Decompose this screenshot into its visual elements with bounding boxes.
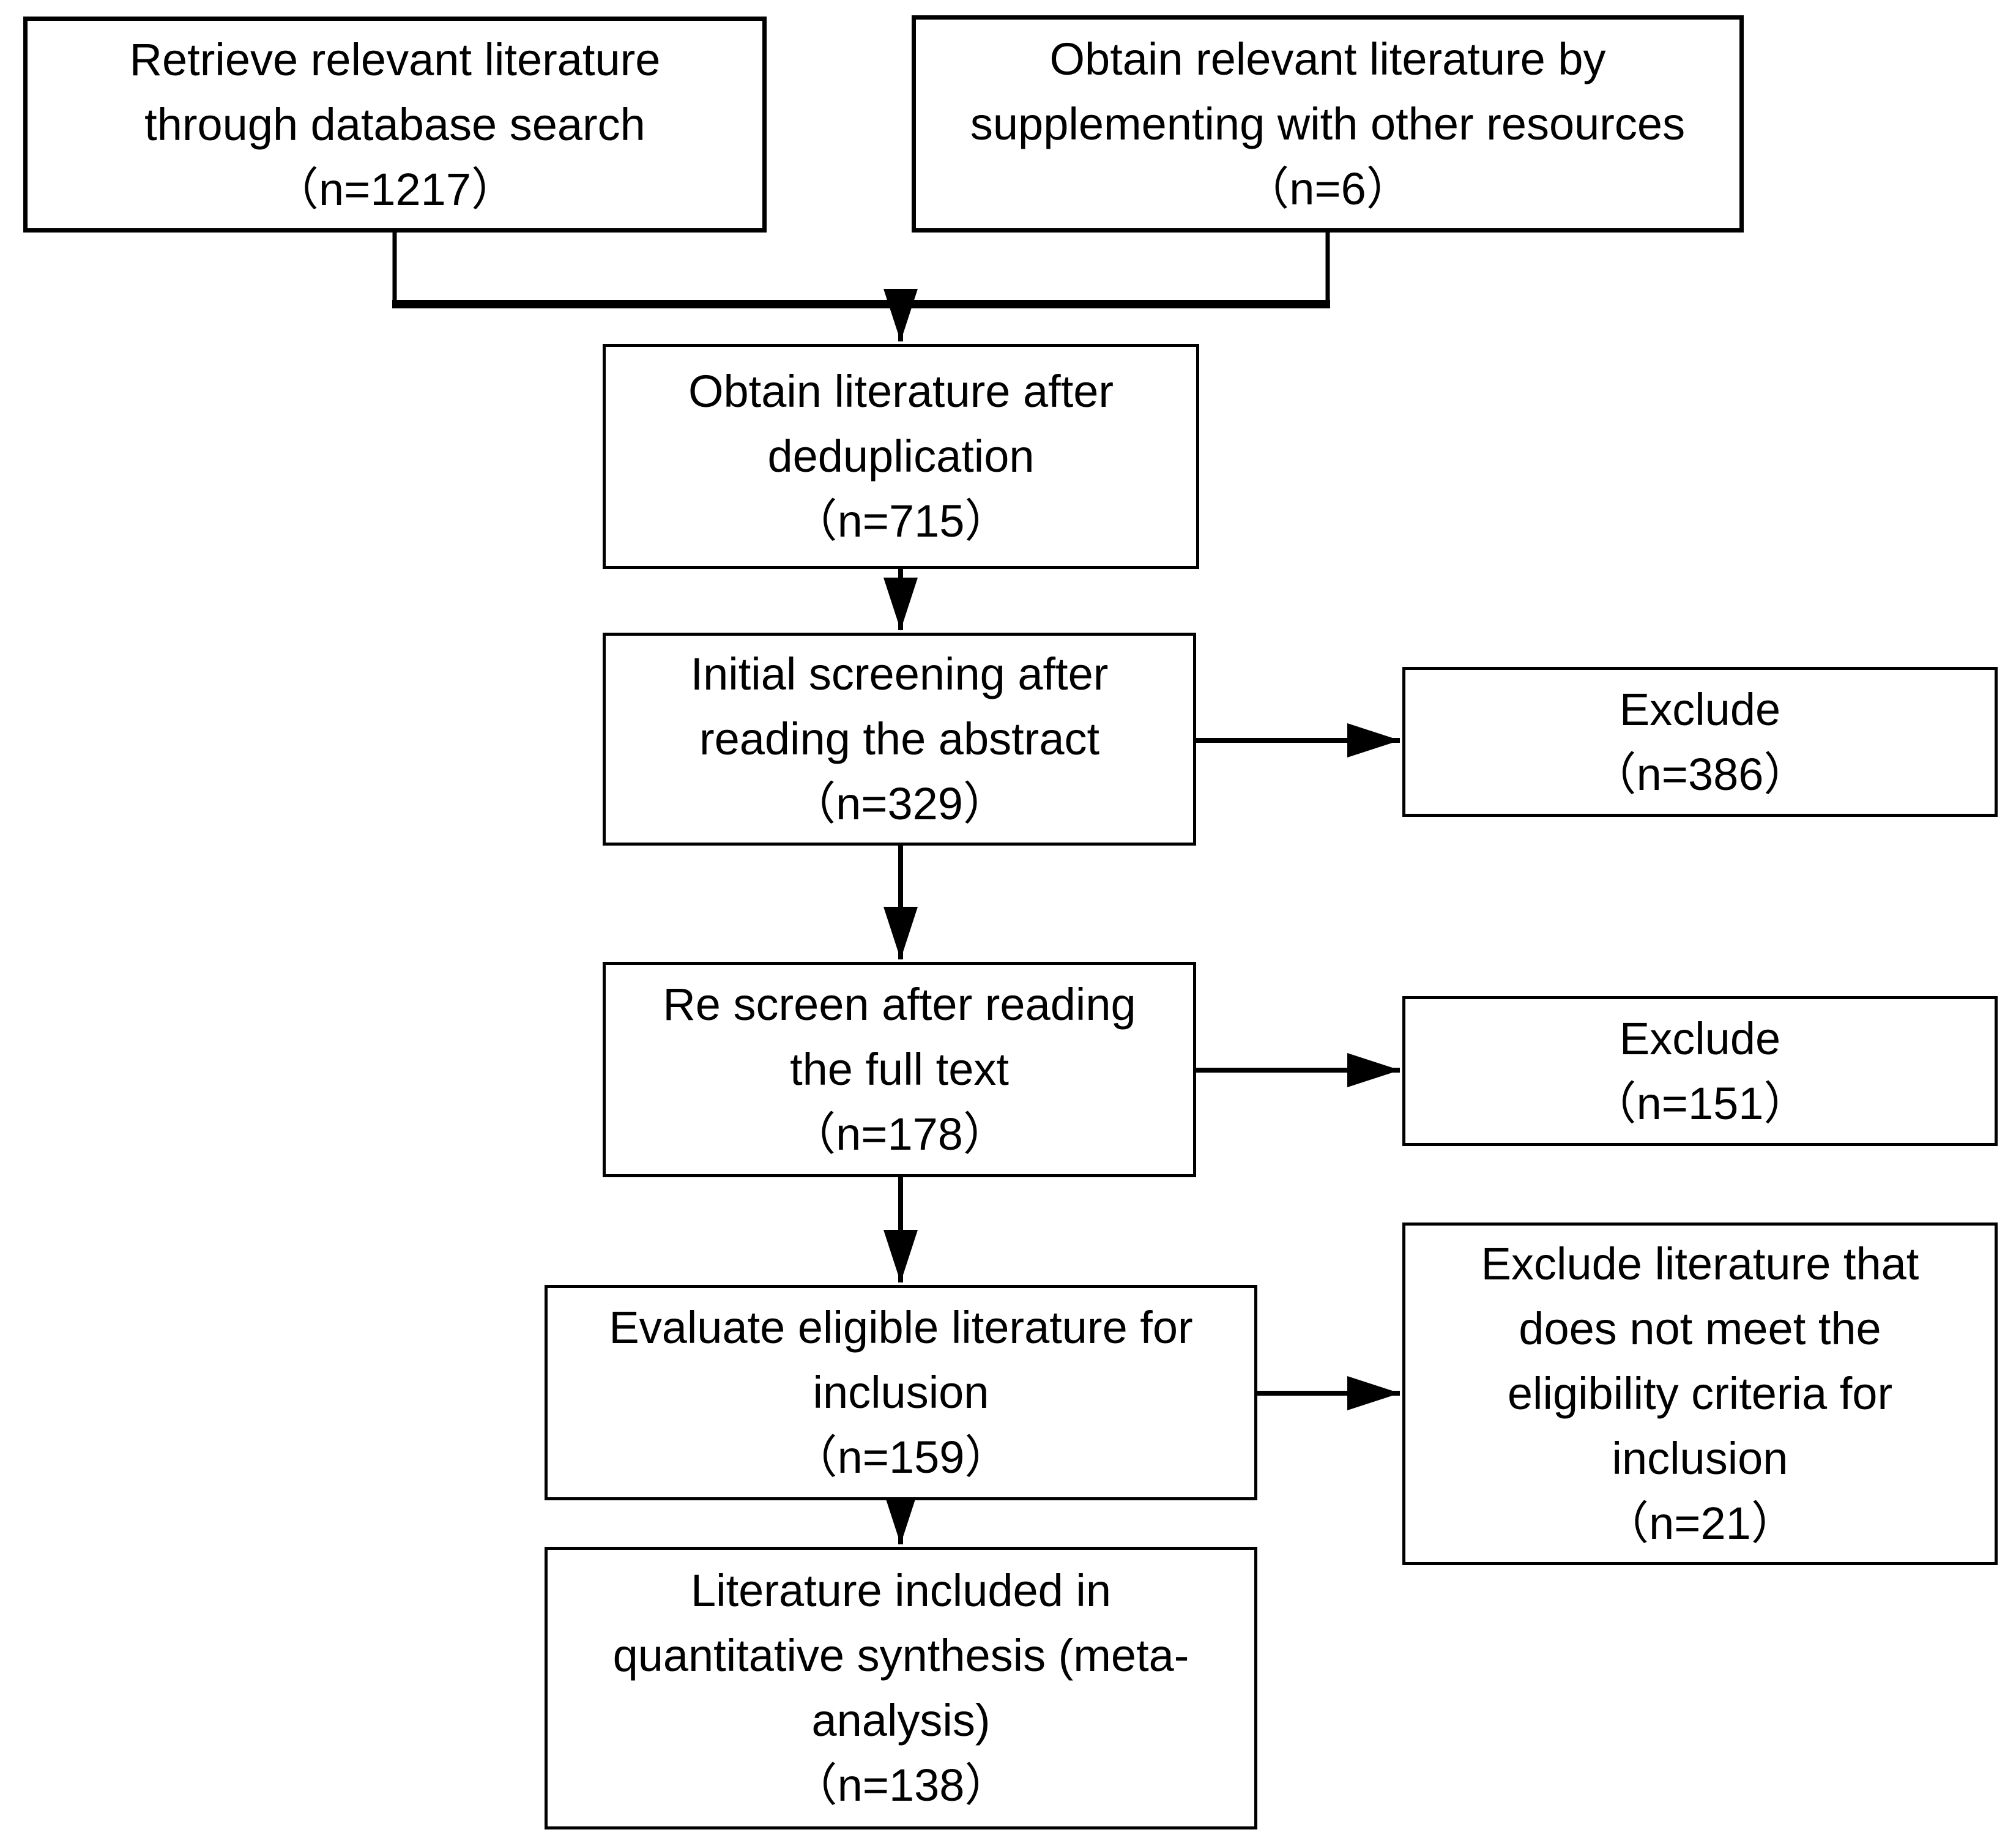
box-text-line: Exclude literature that bbox=[1481, 1238, 1919, 1289]
box-text-line: Exclude bbox=[1619, 683, 1781, 735]
box-included-meta: Literature included in quantitative synt… bbox=[545, 1547, 1257, 1829]
box-text-line: analysis) bbox=[811, 1695, 991, 1746]
box-deduplication: Obtain literature after deduplication （n… bbox=[603, 344, 1199, 569]
box-rescreen-fulltext: Re screen after reading the full text （n… bbox=[603, 962, 1196, 1177]
box-other-resources: Obtain relevant literature by supplement… bbox=[912, 15, 1744, 233]
box-text-line: Evaluate eligible literature for bbox=[609, 1302, 1193, 1353]
box-text-line: eligibility criteria for bbox=[1507, 1368, 1893, 1419]
box-text-line: Retrieve relevant literature bbox=[129, 34, 661, 85]
box-text-line: （n=386） bbox=[1591, 748, 1809, 800]
box-text-line: （n=6） bbox=[1244, 163, 1412, 214]
box-text-line: supplementing with other resources bbox=[970, 98, 1686, 149]
box-text-line: （n=151） bbox=[1591, 1077, 1809, 1129]
box-database-search: Retrieve relevant literature through dat… bbox=[23, 17, 767, 233]
box-text-line: does not meet the bbox=[1519, 1303, 1881, 1354]
box-text-line: （n=329） bbox=[790, 778, 1008, 829]
box-text-line: Literature included in bbox=[691, 1565, 1111, 1616]
box-text-line: Exclude bbox=[1619, 1013, 1781, 1064]
box-text-line: Initial screening after bbox=[690, 649, 1109, 699]
box-text-line: （n=178） bbox=[790, 1109, 1008, 1159]
box-text-line: （n=21） bbox=[1604, 1498, 1796, 1549]
box-text-line: Obtain literature after bbox=[688, 366, 1114, 417]
box-exclude-eligibility: Exclude literature that does not meet th… bbox=[1402, 1223, 1998, 1565]
box-text-line: inclusion bbox=[813, 1367, 989, 1418]
box-text-line: （n=715） bbox=[792, 496, 1010, 546]
box-exclude-abstract: Exclude （n=386） bbox=[1402, 667, 1998, 817]
box-text-line: deduplication bbox=[767, 431, 1035, 482]
box-text-line: through database search bbox=[144, 99, 645, 150]
box-text-line: the full text bbox=[790, 1044, 1009, 1095]
box-text-line: （n=138） bbox=[792, 1760, 1010, 1811]
box-text-line: Re screen after reading bbox=[663, 979, 1136, 1030]
box-initial-screening: Initial screening after reading the abst… bbox=[603, 633, 1196, 846]
box-text-line: quantitative synthesis (meta- bbox=[612, 1630, 1189, 1681]
box-text-line: （n=1217） bbox=[273, 163, 516, 215]
box-text-line: （n=159） bbox=[792, 1432, 1010, 1483]
box-text-line: Obtain relevant literature by bbox=[1049, 33, 1606, 84]
box-exclude-fulltext: Exclude （n=151） bbox=[1402, 996, 1998, 1146]
box-text-line: reading the abstract bbox=[699, 713, 1100, 764]
box-evaluate-eligible: Evaluate eligible literature for inclusi… bbox=[545, 1285, 1257, 1500]
box-text-line: inclusion bbox=[1612, 1433, 1788, 1484]
